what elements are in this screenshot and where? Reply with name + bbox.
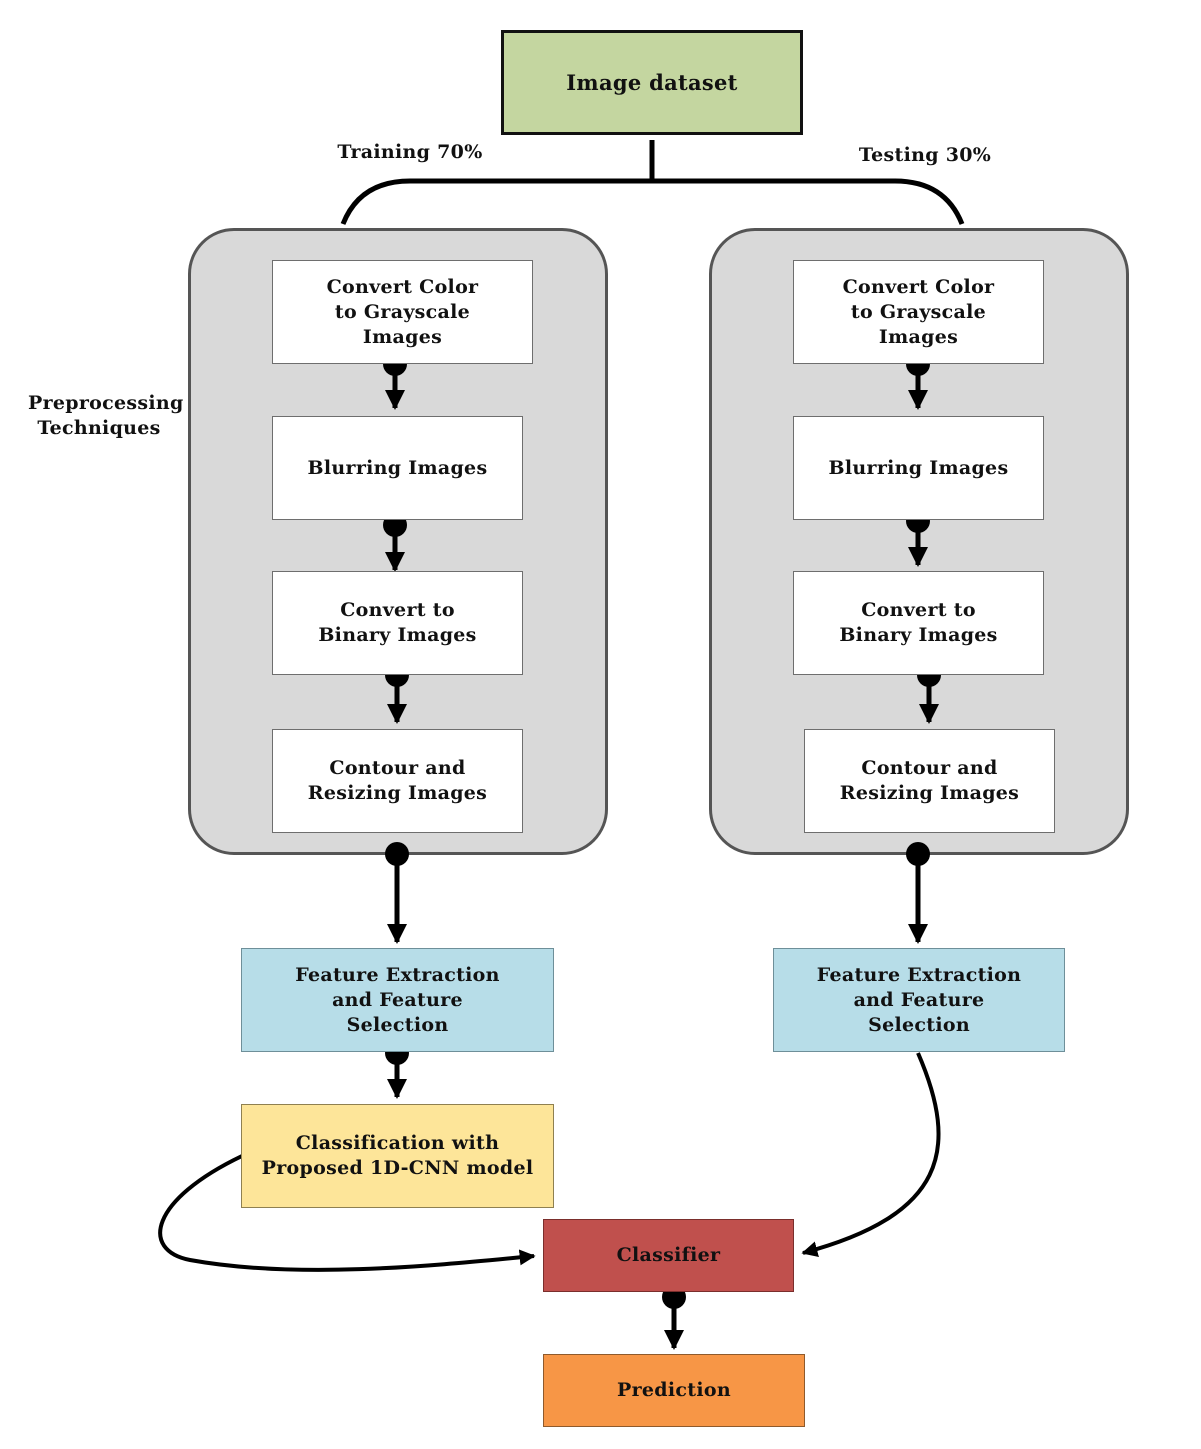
test-grayscale-label: Convert Color to Grayscale Images bbox=[842, 275, 995, 348]
classifier-arrow bbox=[662, 1285, 686, 1350]
test-binary-label: Convert to Binary Images bbox=[839, 599, 998, 646]
classifier-node: Classifier bbox=[543, 1219, 794, 1292]
classification-to-classifier-connector bbox=[158, 1154, 536, 1272]
train-binary-label: Convert to Binary Images bbox=[318, 599, 477, 646]
classification-label: Classification with Proposed 1D-CNN mode… bbox=[261, 1132, 534, 1179]
test-contour-label: Contour and Resizing Images bbox=[839, 757, 1020, 804]
testing-split-label: Testing 30% bbox=[858, 144, 992, 166]
train-blurring-label: Blurring Images bbox=[307, 456, 488, 479]
test-feature-label: Feature Extraction and Feature Selection bbox=[816, 963, 1022, 1036]
prediction-label: Prediction bbox=[617, 1379, 731, 1401]
train-feature-label: Feature Extraction and Feature Selection bbox=[295, 963, 500, 1036]
training-arrow-2 bbox=[383, 513, 407, 572]
train-contour-node: Contour and Resizing Images bbox=[272, 729, 523, 833]
classifier-label: Classifier bbox=[616, 1244, 721, 1266]
test-binary-node: Convert to Binary Images bbox=[793, 571, 1044, 675]
test-grayscale-node: Convert Color to Grayscale Images bbox=[793, 260, 1044, 364]
train-feature-node: Feature Extraction and Feature Selection bbox=[241, 948, 554, 1052]
prediction-node: Prediction bbox=[543, 1354, 805, 1427]
train-grayscale-label: Convert Color to Grayscale Images bbox=[326, 275, 479, 348]
image-dataset-node: Image dataset bbox=[501, 30, 803, 135]
testing-branch-connector bbox=[652, 178, 965, 225]
test-contour-node: Contour and Resizing Images bbox=[804, 729, 1055, 833]
train-grayscale-node: Convert Color to Grayscale Images bbox=[272, 260, 533, 364]
classification-node: Classification with Proposed 1D-CNN mode… bbox=[241, 1104, 554, 1208]
training-branch-connector bbox=[340, 178, 652, 225]
training-split-label: Training 70% bbox=[337, 141, 483, 163]
preprocessing-label: Preprocessing Techniques bbox=[28, 392, 184, 439]
train-contour-label: Contour and Resizing Images bbox=[307, 757, 488, 804]
test-blurring-node: Blurring Images bbox=[793, 416, 1044, 520]
train-blurring-node: Blurring Images bbox=[272, 416, 523, 520]
training-arrow-4 bbox=[385, 842, 409, 944]
test-feature-to-classifier-connector bbox=[801, 1052, 941, 1257]
test-blurring-label: Blurring Images bbox=[828, 456, 1009, 479]
test-feature-node: Feature Extraction and Feature Selection bbox=[773, 948, 1065, 1052]
image-dataset-label: Image dataset bbox=[566, 70, 738, 95]
testing-arrow-4 bbox=[906, 842, 930, 944]
train-binary-node: Convert to Binary Images bbox=[272, 571, 523, 675]
